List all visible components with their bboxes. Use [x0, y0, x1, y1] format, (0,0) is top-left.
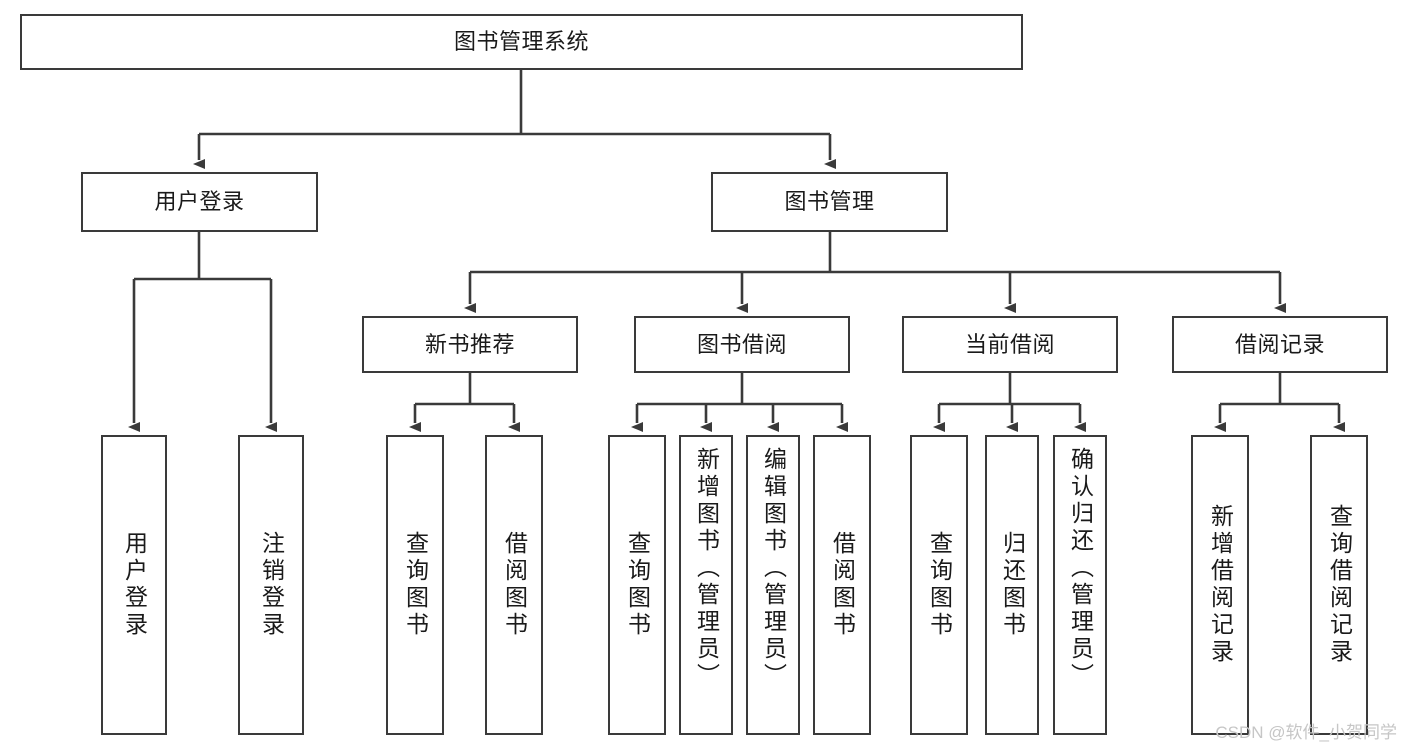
node-current-borrow[interactable]: 当前借阅 [902, 316, 1118, 373]
node-book-manage-label: 图书管理 [784, 189, 875, 215]
watermark: CSDN @软件_小贺同学 [1215, 723, 1397, 742]
node-leaf-return-book-label: 归还图书 [999, 531, 1026, 639]
node-leaf-edit-book-label: 编辑图书（管理员） [760, 447, 787, 690]
node-user-login[interactable]: 用户登录 [81, 172, 318, 232]
node-leaf-logout-label: 注销登录 [258, 531, 285, 639]
node-borrow-record[interactable]: 借阅记录 [1172, 316, 1388, 373]
node-leaf-borrow-book-b-label: 借阅图书 [829, 531, 856, 639]
node-leaf-query-record[interactable]: 查询借阅记录 [1310, 435, 1368, 735]
node-book-borrow-label: 图书借阅 [696, 331, 787, 357]
node-leaf-user-login-label: 用户登录 [121, 531, 148, 639]
node-leaf-query-book-b-label: 查询图书 [624, 531, 651, 639]
node-book-borrow[interactable]: 图书借阅 [634, 316, 850, 373]
node-current-borrow-label: 当前借阅 [964, 331, 1055, 357]
node-leaf-query-book-c-label: 查询图书 [926, 531, 953, 639]
node-new-book-recommend-label: 新书推荐 [424, 331, 515, 357]
node-leaf-add-record-label: 新增借阅记录 [1207, 504, 1234, 666]
node-leaf-edit-book[interactable]: 编辑图书（管理员） [746, 435, 800, 735]
node-leaf-add-book[interactable]: 新增图书（管理员） [679, 435, 733, 735]
node-user-login-label: 用户登录 [154, 189, 245, 215]
node-root[interactable]: 图书管理系统 [20, 14, 1023, 70]
node-leaf-borrow-book-b[interactable]: 借阅图书 [813, 435, 871, 735]
node-leaf-query-book-c[interactable]: 查询图书 [910, 435, 968, 735]
node-leaf-query-book-b[interactable]: 查询图书 [608, 435, 666, 735]
node-leaf-query-book-a[interactable]: 查询图书 [386, 435, 444, 735]
node-leaf-add-record[interactable]: 新增借阅记录 [1191, 435, 1249, 735]
node-leaf-user-login[interactable]: 用户登录 [101, 435, 167, 735]
node-leaf-confirm-return-label: 确认归还（管理员） [1067, 447, 1094, 690]
node-leaf-query-book-a-label: 查询图书 [402, 531, 429, 639]
node-leaf-confirm-return[interactable]: 确认归还（管理员） [1053, 435, 1107, 735]
node-root-label: 图书管理系统 [453, 29, 589, 55]
node-new-book-recommend[interactable]: 新书推荐 [362, 316, 578, 373]
node-leaf-query-record-label: 查询借阅记录 [1326, 504, 1353, 666]
node-leaf-return-book[interactable]: 归还图书 [985, 435, 1039, 735]
node-leaf-add-book-label: 新增图书（管理员） [693, 447, 720, 690]
node-book-manage[interactable]: 图书管理 [711, 172, 948, 232]
node-leaf-borrow-book-a[interactable]: 借阅图书 [485, 435, 543, 735]
node-borrow-record-label: 借阅记录 [1234, 331, 1325, 357]
node-leaf-logout[interactable]: 注销登录 [238, 435, 304, 735]
node-leaf-borrow-book-a-label: 借阅图书 [501, 531, 528, 639]
